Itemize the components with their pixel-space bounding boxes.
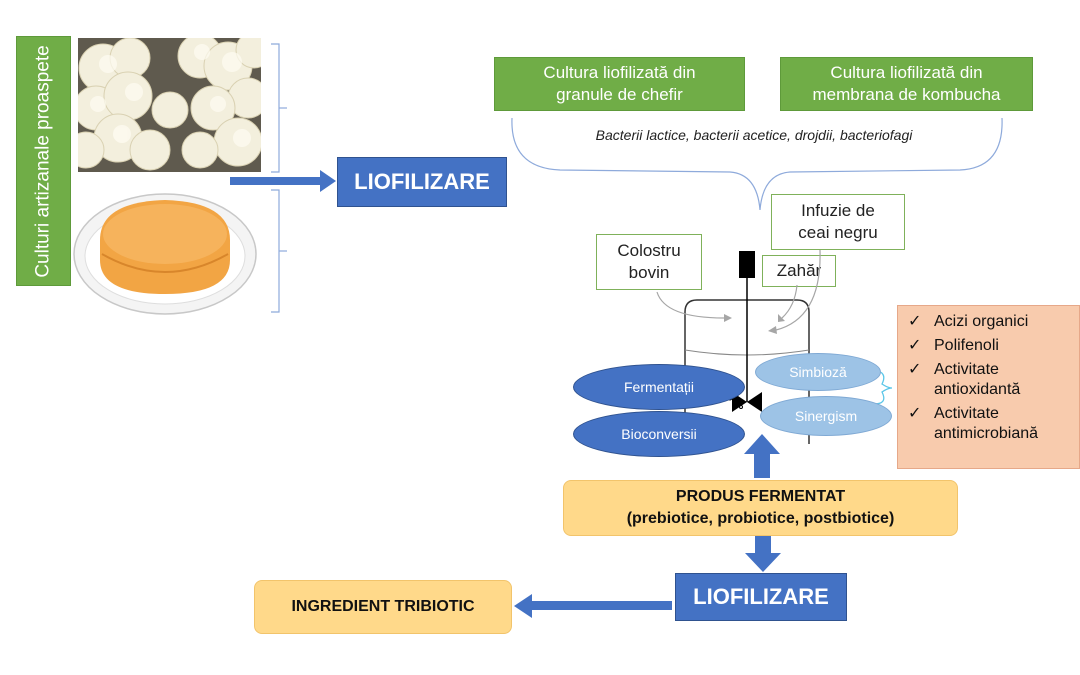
kefir-grains-image — [78, 38, 261, 172]
kefir-culture-box: Cultura liofilizată din granule de chefi… — [494, 57, 745, 111]
properties-list: ✓Acizi organici ✓Polifenoli ✓Activitate … — [898, 306, 1079, 444]
product-title: PRODUS FERMENTAT — [675, 488, 846, 505]
bioconversion-label: Bioconversii — [621, 426, 697, 442]
colostrum-arrow — [656, 291, 725, 319]
property-item: ✓Acizi organici — [908, 313, 1029, 330]
kombucha-scoby-image — [73, 193, 257, 315]
synergism-label: Sinergism — [794, 408, 858, 424]
symbiosis-ellipse: Simbioză — [755, 353, 881, 391]
arrow-product-to-lyophilization — [745, 534, 781, 572]
tribiotic-ingredient-box: INGREDIENT TRIBIOTIC — [254, 580, 512, 634]
kefir-bracket — [271, 43, 280, 173]
property-item: ✓Polifenoli — [908, 337, 999, 354]
check-icon: ✓ — [908, 337, 922, 354]
stirrer-blade-right — [747, 392, 762, 412]
tribiotic-ingredient-label: INGREDIENT TRIBIOTIC — [291, 598, 475, 615]
property-item: ✓Activitate antimicrobiană — [908, 405, 1039, 442]
properties-box: ✓Acizi organici ✓Polifenoli ✓Activitate … — [897, 305, 1080, 469]
colostrum-box: Colostru bovin — [596, 234, 702, 290]
kombucha-culture-box: Cultura liofilizată din membrana de komb… — [780, 57, 1033, 111]
microorganisms-text: Bacterii lactice, bacterii acetice, droj… — [595, 127, 913, 143]
arrow-to-ingredient — [514, 594, 672, 618]
lyophilization-box-bottom: LIOFILIZARE — [675, 573, 847, 621]
symbiosis-label: Simbioză — [789, 364, 847, 380]
bioconversion-ellipse: Bioconversii — [573, 411, 745, 457]
vertical-label-box: Culturi artizanale proaspete — [16, 36, 71, 286]
arrow-to-lyophilization-top — [230, 170, 336, 192]
kombucha-culture-label: Cultura liofilizată din membrana de komb… — [812, 63, 1001, 104]
colostrum-label: Colostru bovin — [617, 241, 681, 282]
fermented-product-box: PRODUS FERMENTAT (prebiotice, probiotice… — [563, 480, 958, 536]
sugar-label: Zahăr — [776, 261, 822, 280]
product-subtitle: (prebiotice, probiotice, postbiotice) — [626, 510, 895, 527]
arrow-product-to-fermenter — [744, 434, 780, 478]
sugar-box: Zahăr — [762, 255, 836, 287]
sugar-arrow — [781, 284, 798, 319]
tea-infusion-label: Infuzie de ceai negru — [798, 201, 878, 242]
kombucha-bracket — [271, 189, 280, 313]
check-icon: ✓ — [908, 405, 922, 422]
tea-infusion-box: Infuzie de ceai negru — [771, 194, 905, 250]
cultures-brace — [511, 117, 1003, 211]
lyophilization-label-top: LIOFILIZARE — [354, 169, 490, 194]
lyophilization-label-bottom: LIOFILIZARE — [693, 584, 829, 609]
check-icon: ✓ — [908, 361, 922, 378]
stirrer-motor — [739, 251, 755, 278]
kefir-culture-label: Cultura liofilizată din granule de chefi… — [543, 63, 696, 104]
check-icon: ✓ — [908, 313, 922, 330]
lyophilization-box-top: LIOFILIZARE — [337, 157, 507, 207]
tea-arrow — [775, 249, 821, 331]
fermentation-ellipse: Fermentații — [573, 364, 745, 410]
property-item: ✓Activitate antioxidantă — [908, 361, 1021, 398]
synergism-ellipse: Sinergism — [760, 396, 892, 436]
fermentation-label: Fermentații — [623, 379, 695, 395]
symbiosis-brace — [873, 369, 893, 405]
